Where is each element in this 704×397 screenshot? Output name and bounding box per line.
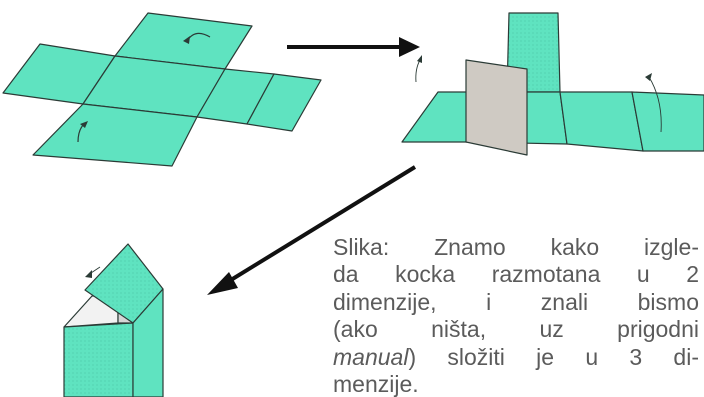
folded-face-front-gray <box>465 59 528 156</box>
cube-front-face <box>63 322 134 397</box>
caption-line-2: da kocka razmotana u 2 <box>333 261 699 288</box>
fold-arrow-right <box>648 76 662 133</box>
transition-arrow-right <box>287 37 420 57</box>
caption-line-4: (ako ništa, uz prigodni <box>333 316 699 343</box>
folded-strip-far-right <box>631 91 704 152</box>
caption-line-6: menzije. <box>333 371 419 397</box>
fold-arrow-left <box>415 59 421 83</box>
caption-line-5: manual) složiti je u 3 di- <box>333 344 699 371</box>
folded-strip-right <box>559 91 644 152</box>
folded-strip-left <box>401 91 471 143</box>
caption-emphasis: manual <box>333 343 409 370</box>
cube-side-face <box>132 288 164 397</box>
assembled-cube <box>63 243 164 397</box>
flat-cube-net <box>2 12 322 167</box>
caption-line-5-rest: ) složiti je u 3 di- <box>408 343 699 370</box>
figure-caption: Slika: Znamo kako izgle- da kocka razmot… <box>333 234 699 397</box>
net-face-bottom <box>32 103 198 167</box>
partially-folded-net <box>401 12 704 156</box>
net-face-far-right <box>246 73 322 132</box>
transition-arrow-down-left <box>207 165 417 295</box>
caption-line-1: Slika: Znamo kako izgle- <box>333 234 699 260</box>
caption-line-3: dimenzije, i znali bismo <box>333 288 699 315</box>
